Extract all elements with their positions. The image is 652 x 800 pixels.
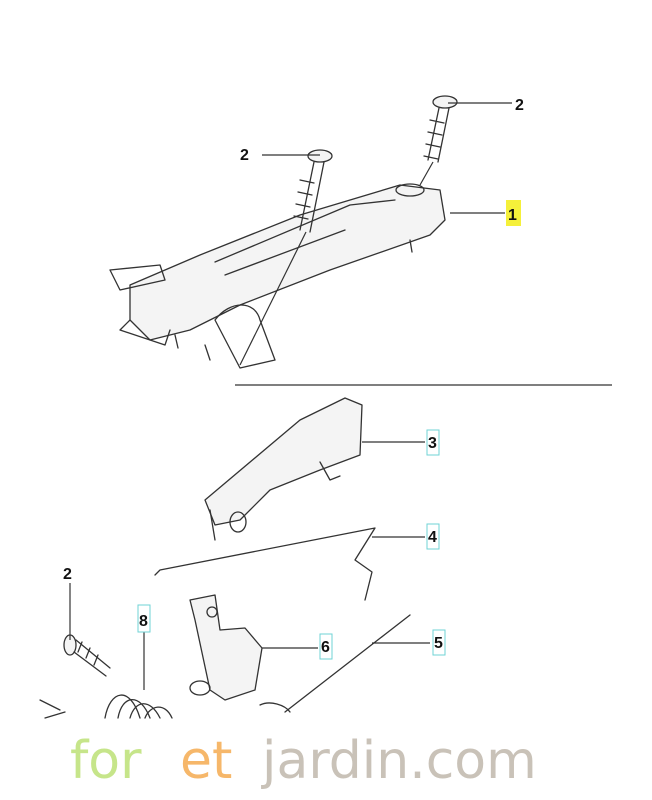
handle-part: [109, 183, 446, 369]
callout-3: 3: [428, 435, 437, 452]
screw-part: [419, 95, 458, 186]
callout-8-box: [137, 604, 151, 633]
watermark: et: [180, 731, 232, 791]
screw-part: [63, 634, 111, 677]
callout-1: 1: [508, 207, 517, 224]
callout-4-box: [426, 523, 440, 550]
callout-5-box: [432, 629, 446, 656]
callout-8: 8: [139, 613, 148, 630]
callout-6-box: [319, 633, 333, 660]
watermark: for: [70, 731, 142, 791]
spring-part: [39, 694, 173, 719]
link-part: [189, 594, 263, 701]
callout-5: 5: [434, 635, 443, 652]
trigger-part: [204, 397, 363, 541]
screw-part: [239, 149, 333, 366]
callout-2: 2: [63, 566, 72, 583]
callout-6: 6: [321, 639, 330, 656]
callout-3-box: [426, 429, 440, 456]
callout-2: 2: [240, 147, 249, 164]
watermark: jardin.com: [261, 731, 537, 791]
callout-4: 4: [428, 529, 437, 546]
cable-part: [259, 614, 411, 713]
rod-part: [154, 527, 376, 601]
callout-1-highlight: [506, 200, 521, 226]
callout-2: 2: [515, 97, 524, 114]
leader-lines: [69, 102, 612, 690]
